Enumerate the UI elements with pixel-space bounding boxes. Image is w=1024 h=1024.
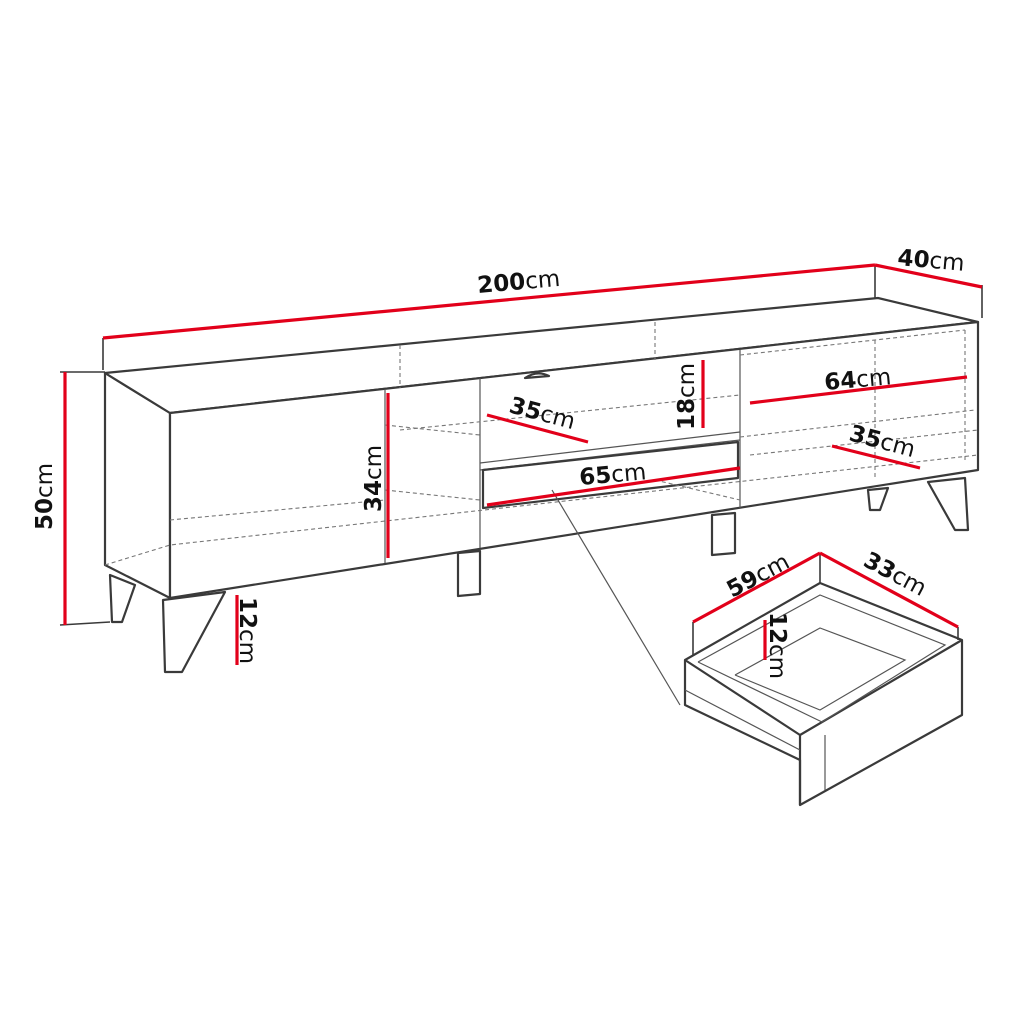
dim-line-middle-width	[486, 466, 741, 507]
label-drawer-width: 59cm	[723, 549, 794, 603]
dim-line-drawer-width	[692, 551, 821, 624]
dim-line-depth	[874, 263, 983, 289]
dim-line-drawer-depth	[819, 551, 959, 629]
legs	[108, 476, 970, 674]
label-depth: 40cm	[896, 245, 965, 277]
extension-lines	[59, 265, 983, 655]
label-leg-height: 12cm	[234, 597, 260, 664]
label-width: 200cm	[476, 266, 561, 299]
drawer-box	[683, 581, 964, 807]
cabinet	[103, 296, 980, 600]
dim-line-right-width	[749, 375, 968, 405]
label-left-height: 34cm	[361, 445, 387, 512]
dim-line-width	[102, 263, 876, 340]
dim-line-right-depth	[831, 444, 921, 470]
drawer-detail	[551, 489, 964, 807]
label-middle-width: 65cm	[578, 459, 647, 491]
dim-line-shelf-depth	[486, 413, 589, 444]
label-right-width: 64cm	[823, 364, 892, 396]
label-shelf-height: 18cm	[674, 363, 700, 430]
label-drawer-height: 12cm	[764, 612, 790, 679]
dimension-lines	[63, 263, 983, 665]
label-height: 50cm	[32, 463, 58, 530]
leader-line	[551, 489, 681, 706]
